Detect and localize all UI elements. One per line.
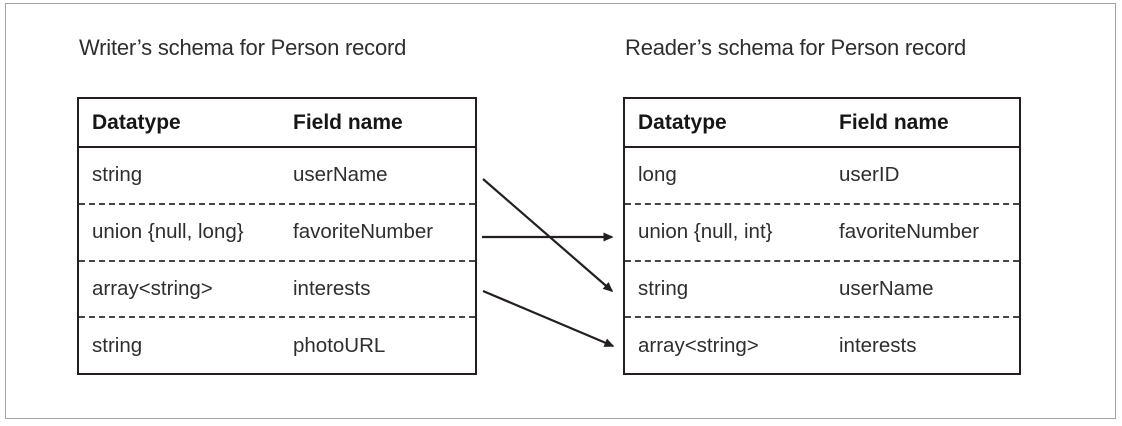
table-row: union {null, int} favoriteNumber bbox=[625, 202, 1019, 260]
writer-table-header: Datatype Field name bbox=[79, 99, 475, 148]
fieldname-cell: interests bbox=[839, 333, 917, 357]
fieldname-cell: photoURL bbox=[293, 333, 386, 357]
table-row: array<string> interests bbox=[79, 259, 475, 317]
table-row: string userName bbox=[79, 148, 475, 203]
table-row: union {null, long} favoriteNumber bbox=[79, 202, 475, 260]
fieldname-cell: userName bbox=[293, 163, 388, 187]
datatype-cell: string bbox=[92, 333, 143, 357]
datatype-cell: long bbox=[638, 163, 677, 187]
datatype-cell: array<string> bbox=[92, 276, 213, 300]
table-row: array<string> interests bbox=[625, 316, 1019, 373]
table-row: string photoURL bbox=[79, 316, 475, 373]
fieldname-cell: favoriteNumber bbox=[839, 220, 980, 244]
datatype-header: Datatype bbox=[638, 110, 727, 134]
table-row: string userName bbox=[625, 259, 1019, 317]
fieldname-cell: interests bbox=[293, 276, 371, 300]
reader-schema-title: Reader’s schema for Person record bbox=[625, 35, 967, 60]
fieldname-header: Field name bbox=[293, 110, 403, 134]
reader-schema-table: Datatype Field name long userID union {n… bbox=[623, 97, 1021, 375]
table-row: long userID bbox=[625, 148, 1019, 203]
datatype-cell: array<string> bbox=[638, 333, 759, 357]
datatype-header: Datatype bbox=[92, 110, 181, 134]
reader-table-header: Datatype Field name bbox=[625, 99, 1019, 148]
datatype-cell: union {null, long} bbox=[92, 220, 244, 244]
writer-schema-title: Writer’s schema for Person record bbox=[79, 35, 407, 60]
datatype-cell: union {null, int} bbox=[638, 220, 773, 244]
fieldname-header: Field name bbox=[839, 110, 949, 134]
writer-schema-table: Datatype Field name string userName unio… bbox=[77, 97, 477, 375]
fieldname-cell: userID bbox=[839, 163, 900, 187]
fieldname-cell: favoriteNumber bbox=[293, 220, 434, 244]
datatype-cell: string bbox=[92, 163, 143, 187]
datatype-cell: string bbox=[638, 276, 689, 300]
fieldname-cell: userName bbox=[839, 276, 934, 300]
